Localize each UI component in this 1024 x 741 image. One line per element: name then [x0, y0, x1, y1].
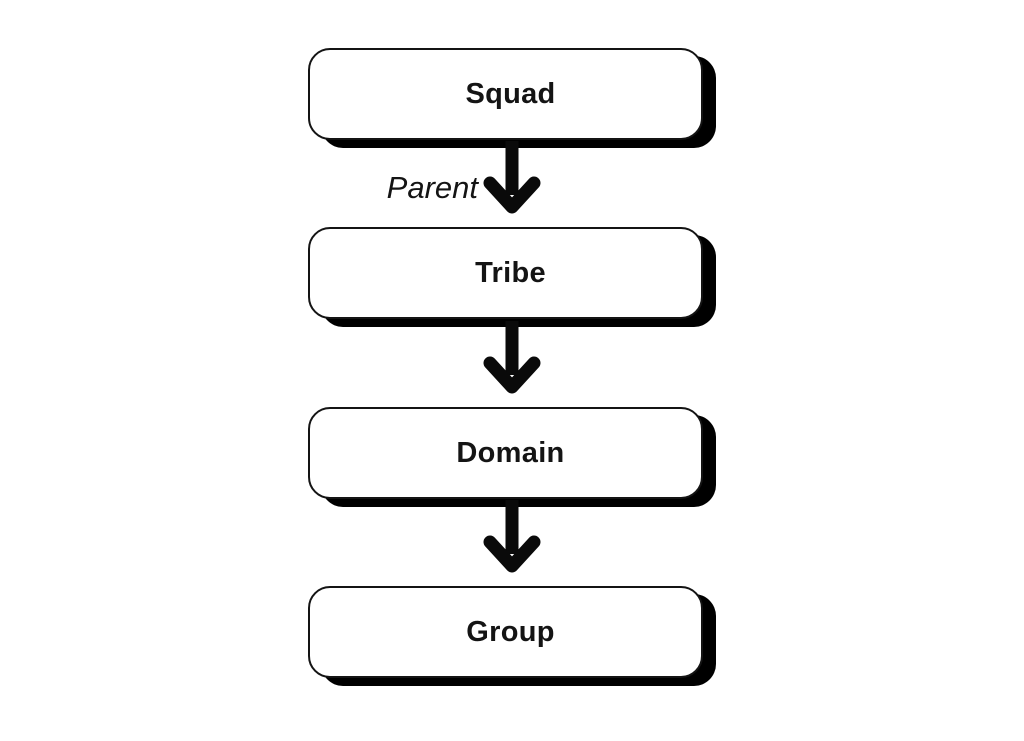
arrow-down-icon: [483, 500, 541, 573]
arrow-down-icon: [483, 141, 541, 214]
node-squad: Squad: [308, 48, 703, 140]
edge-label-parent: Parent: [386, 170, 478, 205]
node-tribe: Tribe: [308, 227, 703, 319]
arrow-down-icon: [483, 321, 541, 394]
node-domain-label: Domain: [456, 436, 565, 469]
node-tribe-label: Tribe: [475, 256, 546, 289]
node-group-label: Group: [466, 615, 555, 648]
node-group: Group: [308, 586, 703, 678]
node-squad-label: Squad: [465, 77, 556, 110]
node-domain: Domain: [308, 407, 703, 499]
